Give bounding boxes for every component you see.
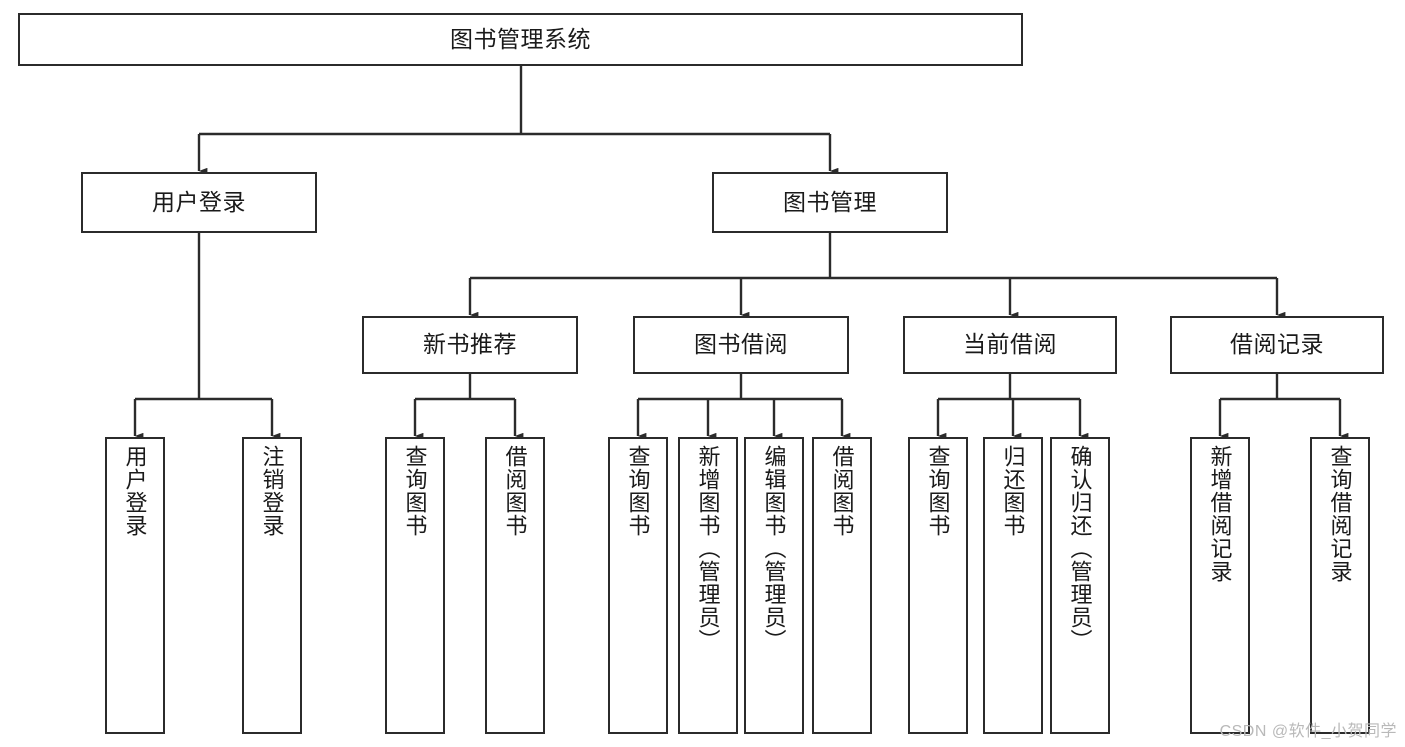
node-book-management[interactable]: 图书管理 [712,172,948,233]
node-book-borrow-label: 图书借阅 [694,331,788,358]
leaf-add-book[interactable]: 新增图书（管理员） [678,437,738,734]
node-current-borrow-label: 当前借阅 [963,331,1057,358]
leaf-query-book-recommend-label: 查询图书 [402,445,428,537]
leaf-borrow-book-recommend[interactable]: 借阅图书 [485,437,545,734]
node-borrow-record-label: 借阅记录 [1230,331,1324,358]
leaf-borrow-book[interactable]: 借阅图书 [812,437,872,734]
node-user-login-label: 用户登录 [152,188,246,215]
leaf-borrow-book-recommend-label: 借阅图书 [502,445,528,537]
leaf-logout[interactable]: 注销登录 [242,437,302,734]
leaf-edit-book-label: 编辑图书（管理员） [761,445,787,652]
leaf-query-borrow-record-label: 查询借阅记录 [1327,445,1353,583]
leaf-confirm-return-label: 确认归还（管理员） [1067,445,1093,652]
leaf-confirm-return[interactable]: 确认归还（管理员） [1050,437,1110,734]
node-root[interactable]: 图书管理系统 [18,13,1023,66]
leaf-logout-label: 注销登录 [259,445,285,537]
leaf-add-borrow-record-label: 新增借阅记录 [1207,445,1233,583]
leaf-query-book-current-label: 查询图书 [925,445,951,537]
leaf-query-book-current[interactable]: 查询图书 [908,437,968,734]
node-book-management-label: 图书管理 [783,188,877,215]
node-user-login[interactable]: 用户登录 [81,172,317,233]
leaf-query-borrow-record[interactable]: 查询借阅记录 [1310,437,1370,734]
leaf-query-book-recommend[interactable]: 查询图书 [385,437,445,734]
leaf-query-book-borrow-label: 查询图书 [625,445,651,537]
node-new-book-recommend-label: 新书推荐 [423,331,517,358]
leaf-borrow-book-label: 借阅图书 [829,445,855,537]
leaf-add-book-label: 新增图书（管理员） [695,445,721,652]
node-new-book-recommend[interactable]: 新书推荐 [362,316,578,374]
leaf-query-book-borrow[interactable]: 查询图书 [608,437,668,734]
leaf-add-borrow-record[interactable]: 新增借阅记录 [1190,437,1250,734]
node-current-borrow[interactable]: 当前借阅 [903,316,1117,374]
leaf-user-login[interactable]: 用户登录 [105,437,165,734]
edge-paths [133,66,1349,440]
node-borrow-record[interactable]: 借阅记录 [1170,316,1384,374]
leaf-return-book[interactable]: 归还图书 [983,437,1043,734]
node-book-borrow[interactable]: 图书借阅 [633,316,849,374]
watermark: CSDN @软件_小贺同学 [1219,723,1397,740]
leaf-return-book-label: 归还图书 [1000,445,1026,537]
leaf-edit-book[interactable]: 编辑图书（管理员） [744,437,804,734]
leaf-user-login-label: 用户登录 [122,445,148,537]
node-root-label: 图书管理系统 [450,25,591,52]
